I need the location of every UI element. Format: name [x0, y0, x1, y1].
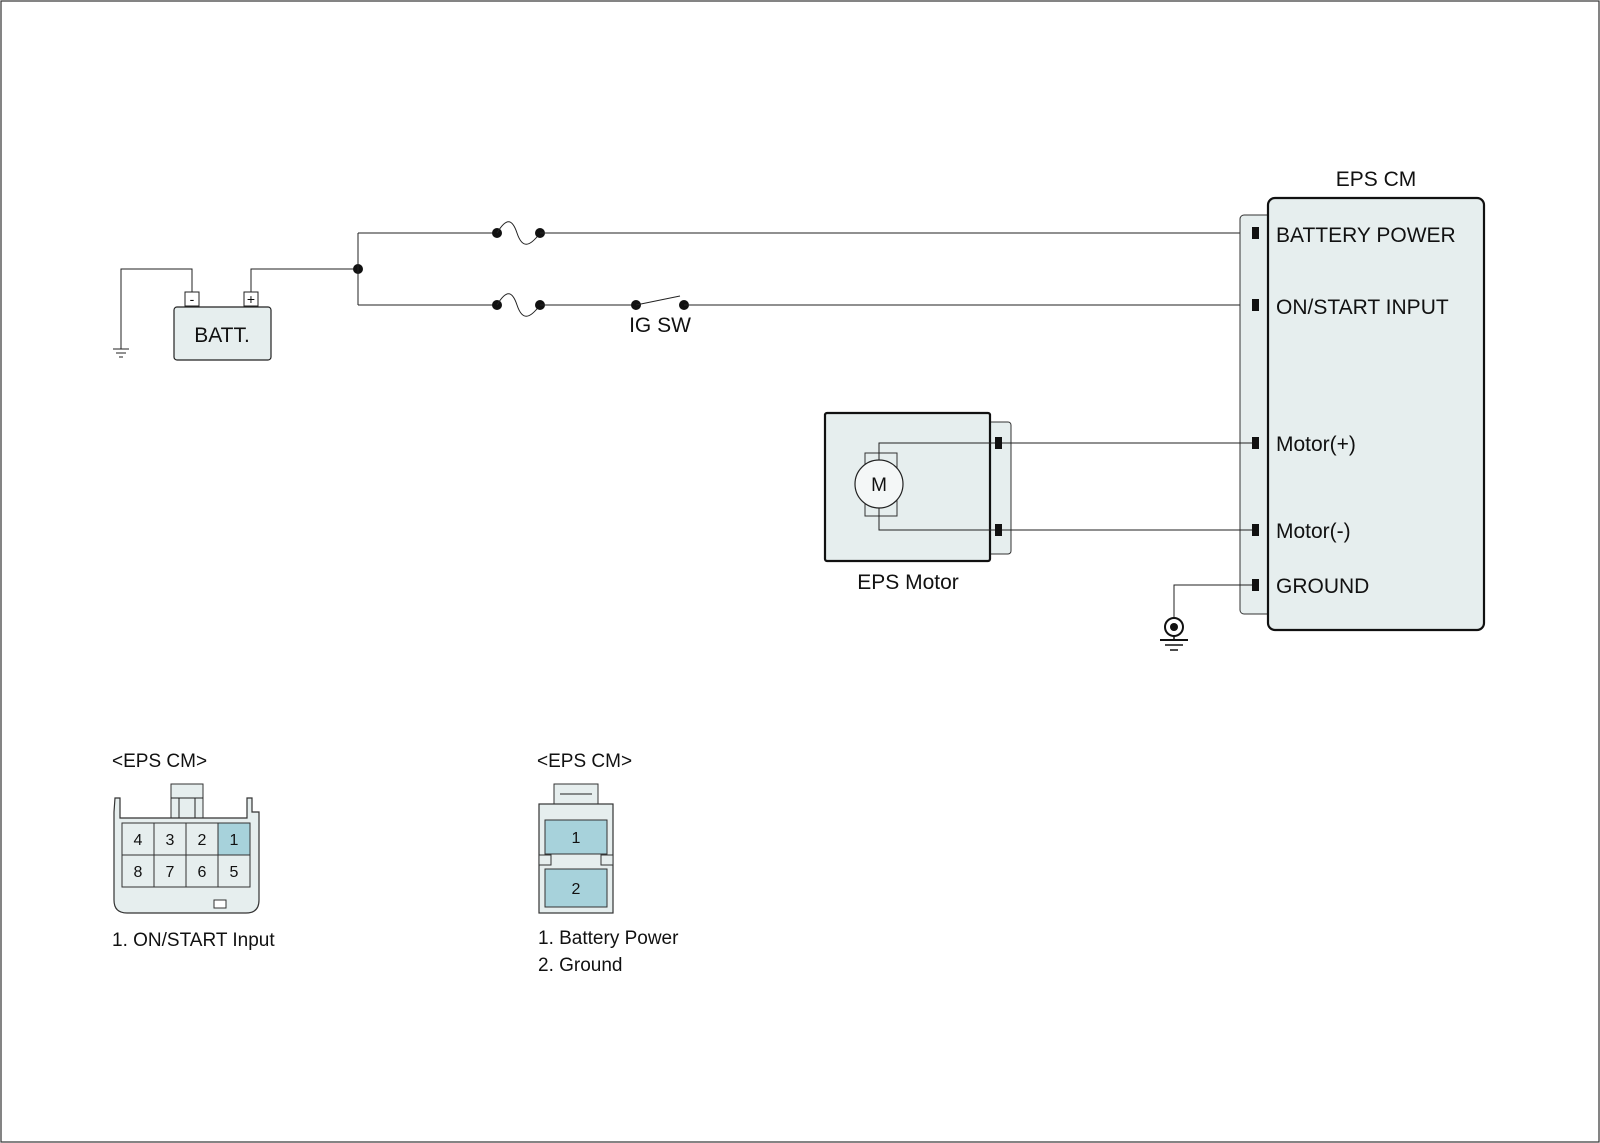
pin-number: 6: [198, 864, 207, 881]
connector-8pin-legend-item: 1. ON/START Input: [112, 930, 275, 951]
connector-2pin-legend-item: 1. Battery Power: [538, 928, 679, 949]
pin-number: 2: [198, 832, 207, 849]
connector-8pin-latch: [170, 783, 204, 819]
pin-terminal-battery-power: [1252, 227, 1259, 239]
motor-terminal-plus: [995, 437, 1002, 449]
connector-2pin-side-clip: [538, 854, 552, 866]
pin-number: 5: [230, 864, 239, 881]
pin-label-ground: GROUND: [1276, 575, 1369, 598]
pin-number: 8: [134, 864, 143, 881]
motor-internal-wire-minus: [878, 508, 995, 531]
connector-8pin-title: <EPS CM>: [112, 751, 207, 772]
pin-number: 7: [166, 864, 175, 881]
battery-neg-symbol: -: [190, 291, 195, 307]
connector-8pin-grid: [121, 822, 251, 888]
battery-label: BATT.: [194, 324, 250, 347]
connector-8pin-key: [213, 899, 227, 909]
connector-2pin-title: <EPS CM>: [537, 751, 632, 772]
eps-cm-title: EPS CM: [1336, 168, 1417, 191]
pin-label-battery-power: BATTERY POWER: [1276, 224, 1456, 247]
pin-number: 1: [572, 830, 581, 847]
connector-2pin-side-clip: [600, 854, 614, 866]
connector-2pin-cell-1: [544, 819, 608, 855]
battery: BATT. - +: [173, 291, 272, 361]
eps-motor: M EPS Motor: [823, 411, 1012, 594]
connector-2pin-legend-item: 2. Ground: [538, 955, 623, 976]
pin-number: 1: [230, 832, 239, 849]
ground-icon: [1160, 617, 1188, 651]
motor-internal-wire-plus: [878, 442, 995, 460]
battery-positive-wire: [250, 268, 358, 292]
connector-2pin-cell-2: [544, 868, 608, 908]
eps-motor-label: EPS Motor: [857, 571, 959, 594]
connector-8pin-highlight: [217, 822, 251, 856]
pin-number: 4: [134, 832, 143, 849]
eps-cm-module: EPS CM: [1239, 168, 1486, 632]
motor-terminal-minus: [995, 524, 1002, 536]
pin-label-motor-plus: Motor(+): [1276, 433, 1356, 456]
ground-wire: [1173, 584, 1252, 618]
eps-motor-body: [823, 411, 992, 563]
pin-terminal-motor-minus: [1252, 524, 1259, 536]
motor-symbol: M: [871, 475, 887, 496]
chassis-ground-icon: [113, 348, 129, 358]
ig-switch-label: IG SW: [629, 314, 691, 337]
pin-terminal-motor-plus: [1252, 437, 1259, 449]
pin-number: 3: [166, 832, 175, 849]
pin-label-on-start-input: ON/START INPUT: [1276, 296, 1449, 319]
pin-label-motor-minus: Motor(-): [1276, 520, 1351, 543]
battery-pos-symbol: +: [247, 291, 255, 307]
eps-cm-body: [1266, 196, 1486, 632]
pin-number: 2: [572, 881, 581, 898]
battery-body: [173, 306, 272, 361]
pin-terminal-on-start: [1252, 299, 1259, 311]
pin-terminal-ground: [1252, 579, 1259, 591]
battery-ground-wire: [120, 268, 193, 349]
connector-2pin: <EPS CM> 1 2 1. Battery Power 2. Ground: [537, 751, 679, 976]
connector-8pin: <EPS CM> 4 3 2 1 8 7 6 5 1. ON/START Inp…: [112, 751, 275, 951]
